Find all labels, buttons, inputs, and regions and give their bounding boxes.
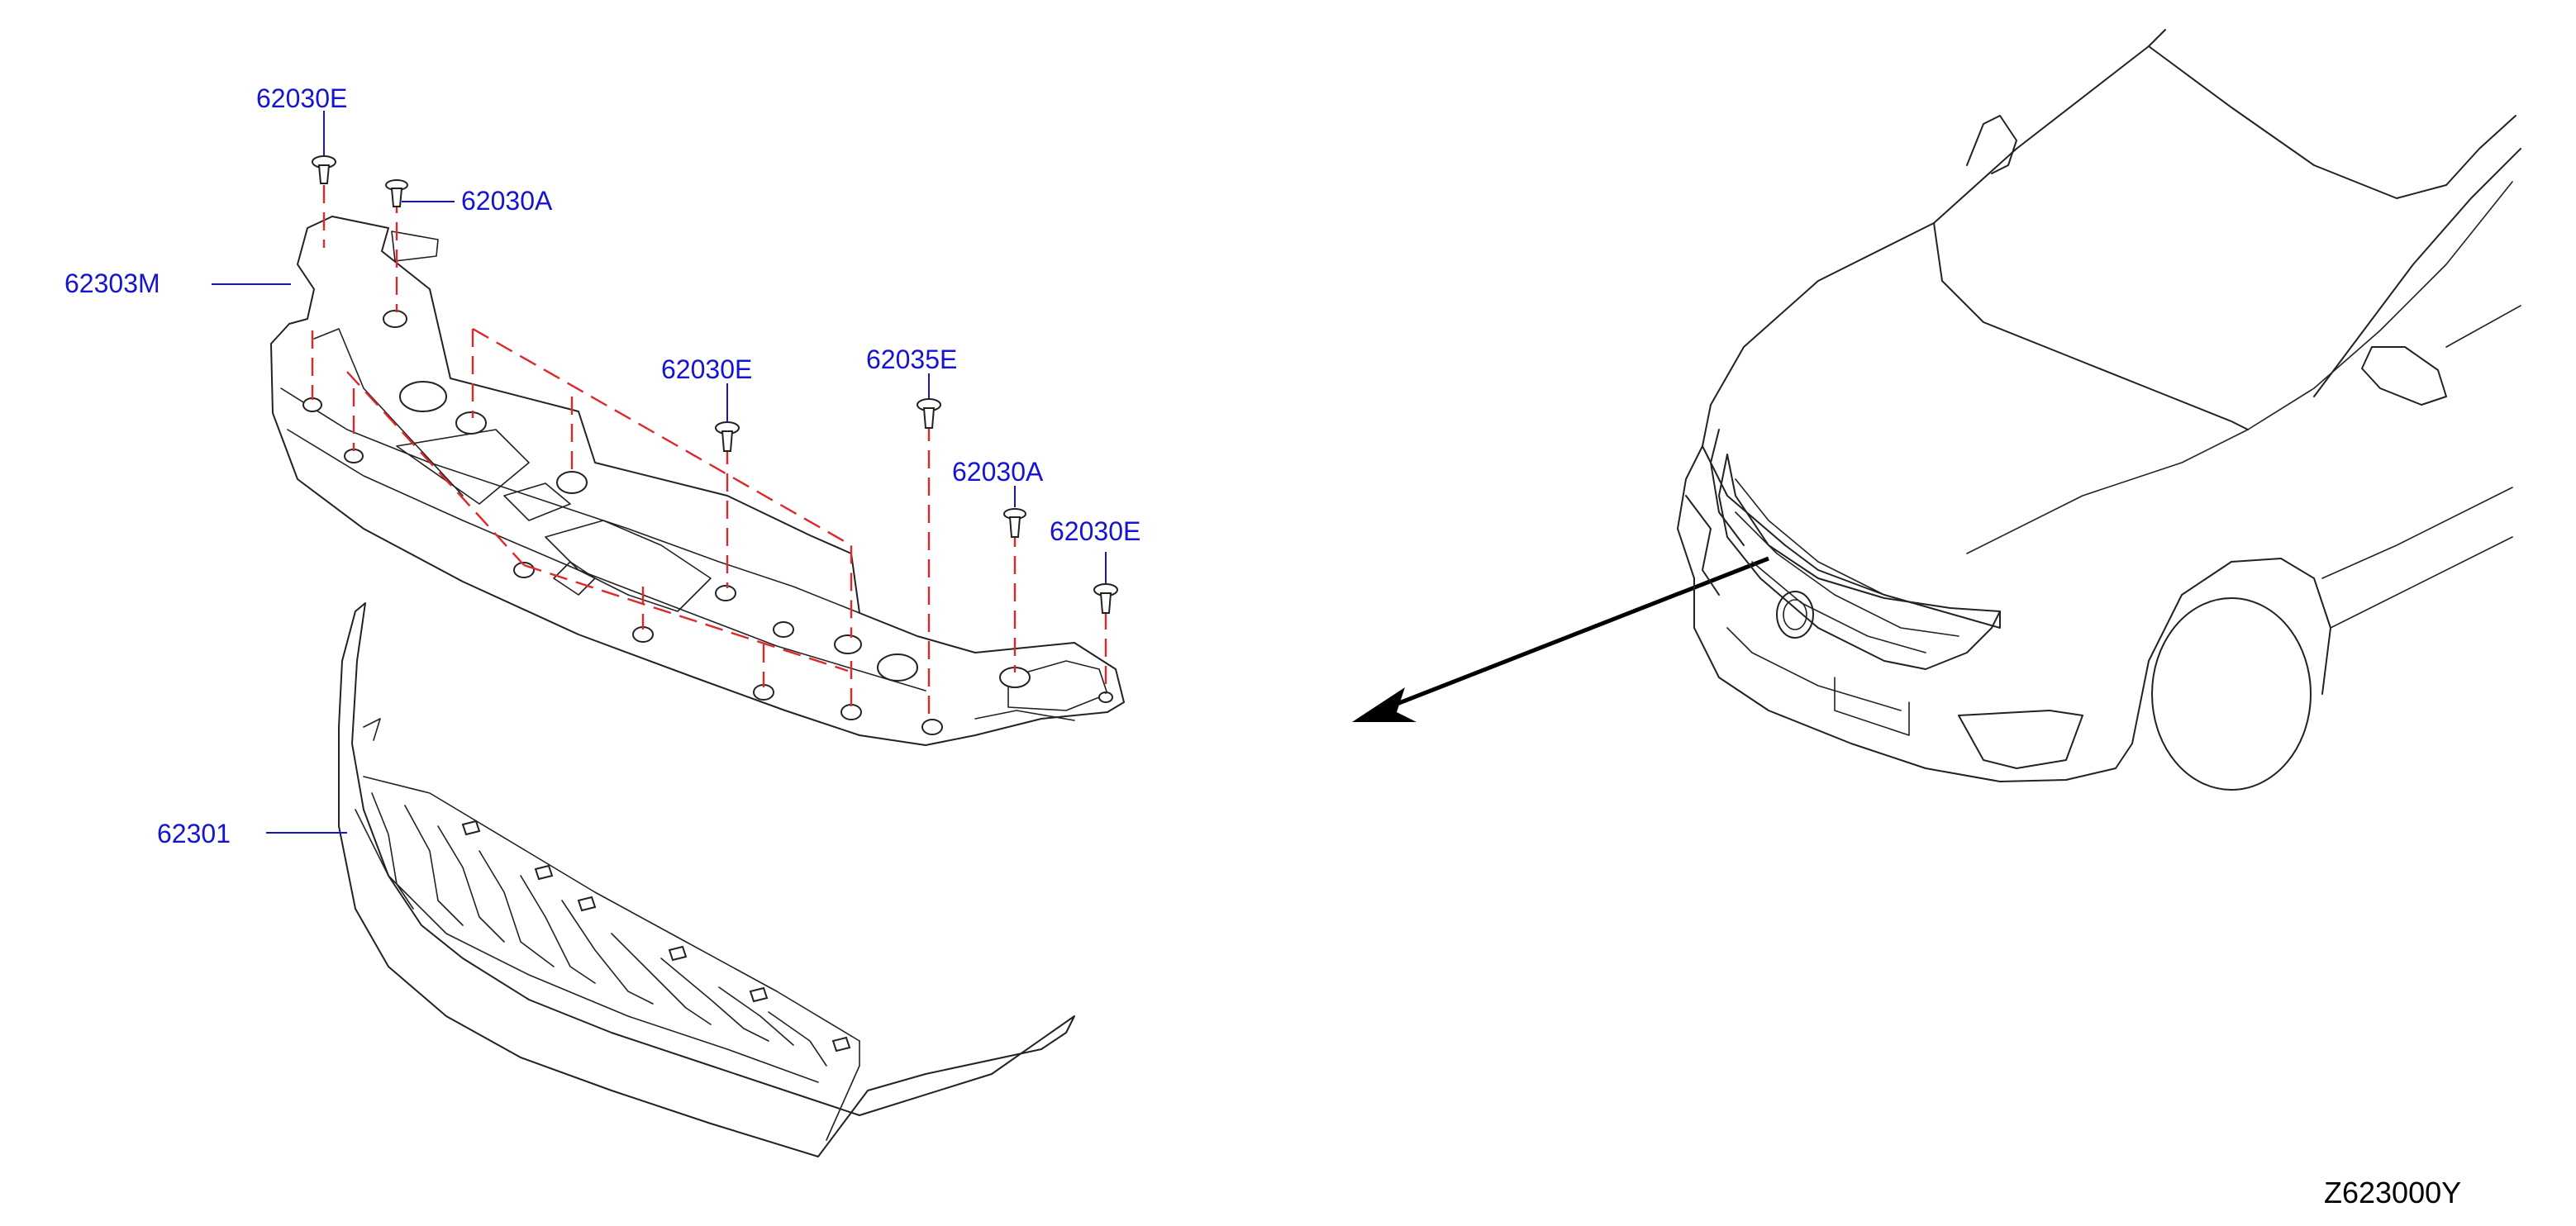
label-62030e-center: 62030E [661, 354, 752, 384]
label-62030e-top-left: 62030E [256, 83, 347, 113]
front-grille-illustration [338, 602, 1075, 1157]
vehicle-reference-illustration [1677, 29, 2521, 791]
clip-62030a-right [1003, 508, 1026, 538]
leader-lines [212, 111, 1107, 834]
clip-62030e-center [715, 421, 740, 452]
location-arrow [1352, 556, 1769, 722]
label-62035e: 62035E [866, 345, 957, 374]
core-support-cover-illustration [270, 216, 1125, 746]
clip-62035e [917, 398, 941, 429]
clip-62030e-right [1093, 583, 1118, 614]
diagram-code: Z623000Y [2324, 1176, 2461, 1209]
clip-62030e-top-left [312, 155, 336, 184]
grille-slats [371, 792, 827, 1067]
label-62030a-right: 62030A [952, 457, 1044, 487]
clip-62030a-top-mid [385, 179, 408, 207]
label-62030e-right: 62030E [1050, 516, 1140, 546]
label-62303m: 62303M [64, 268, 160, 298]
assembly-dash-lines [311, 185, 1107, 722]
label-62030a-top-mid: 62030A [461, 186, 553, 216]
label-62301: 62301 [157, 819, 231, 848]
